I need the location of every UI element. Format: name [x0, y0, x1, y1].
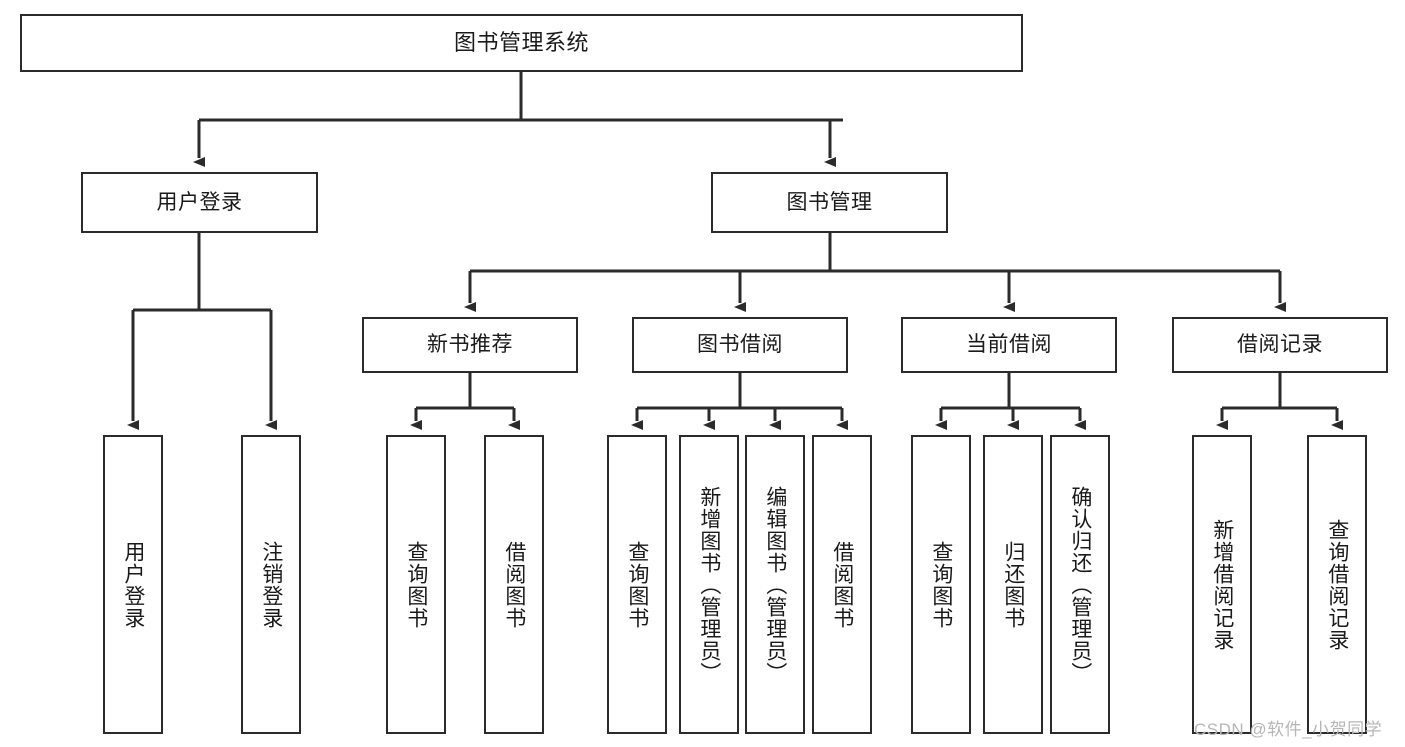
leaf-edit-book-admin[interactable]: 编辑图书（管理员） — [745, 435, 805, 734]
node-book-borrow[interactable]: 图书借阅 — [632, 317, 848, 373]
leaf-borrow-book[interactable]: 借阅图书 — [812, 435, 872, 734]
node-book-manage[interactable]: 图书管理 — [711, 172, 948, 233]
node-borrow-record[interactable]: 借阅记录 — [1172, 317, 1388, 373]
leaf-return-book[interactable]: 归还图书 — [983, 435, 1043, 734]
leaf-add-borrow-record[interactable]: 新增借阅记录 — [1192, 435, 1252, 734]
leaf-query-book-borrow[interactable]: 查询图书 — [607, 435, 667, 734]
node-new-book-recommend[interactable]: 新书推荐 — [362, 317, 578, 373]
node-root[interactable]: 图书管理系统 — [20, 14, 1023, 72]
leaf-add-book-admin[interactable]: 新增图书（管理员） — [679, 435, 739, 734]
leaf-user-login[interactable]: 用户登录 — [103, 435, 163, 734]
leaf-logout[interactable]: 注销登录 — [241, 435, 301, 734]
leaf-confirm-return-admin[interactable]: 确认归还（管理员） — [1050, 435, 1110, 734]
leaf-query-borrow-record[interactable]: 查询借阅记录 — [1307, 435, 1367, 734]
node-user-login[interactable]: 用户登录 — [81, 172, 318, 233]
leaf-query-book-current[interactable]: 查询图书 — [911, 435, 971, 734]
csdn-watermark: CSDN @软件_小贺同学 — [1194, 720, 1383, 739]
leaf-borrow-book-recommend[interactable]: 借阅图书 — [484, 435, 544, 734]
node-current-borrow[interactable]: 当前借阅 — [901, 317, 1117, 373]
leaf-query-book-recommend[interactable]: 查询图书 — [386, 435, 446, 734]
